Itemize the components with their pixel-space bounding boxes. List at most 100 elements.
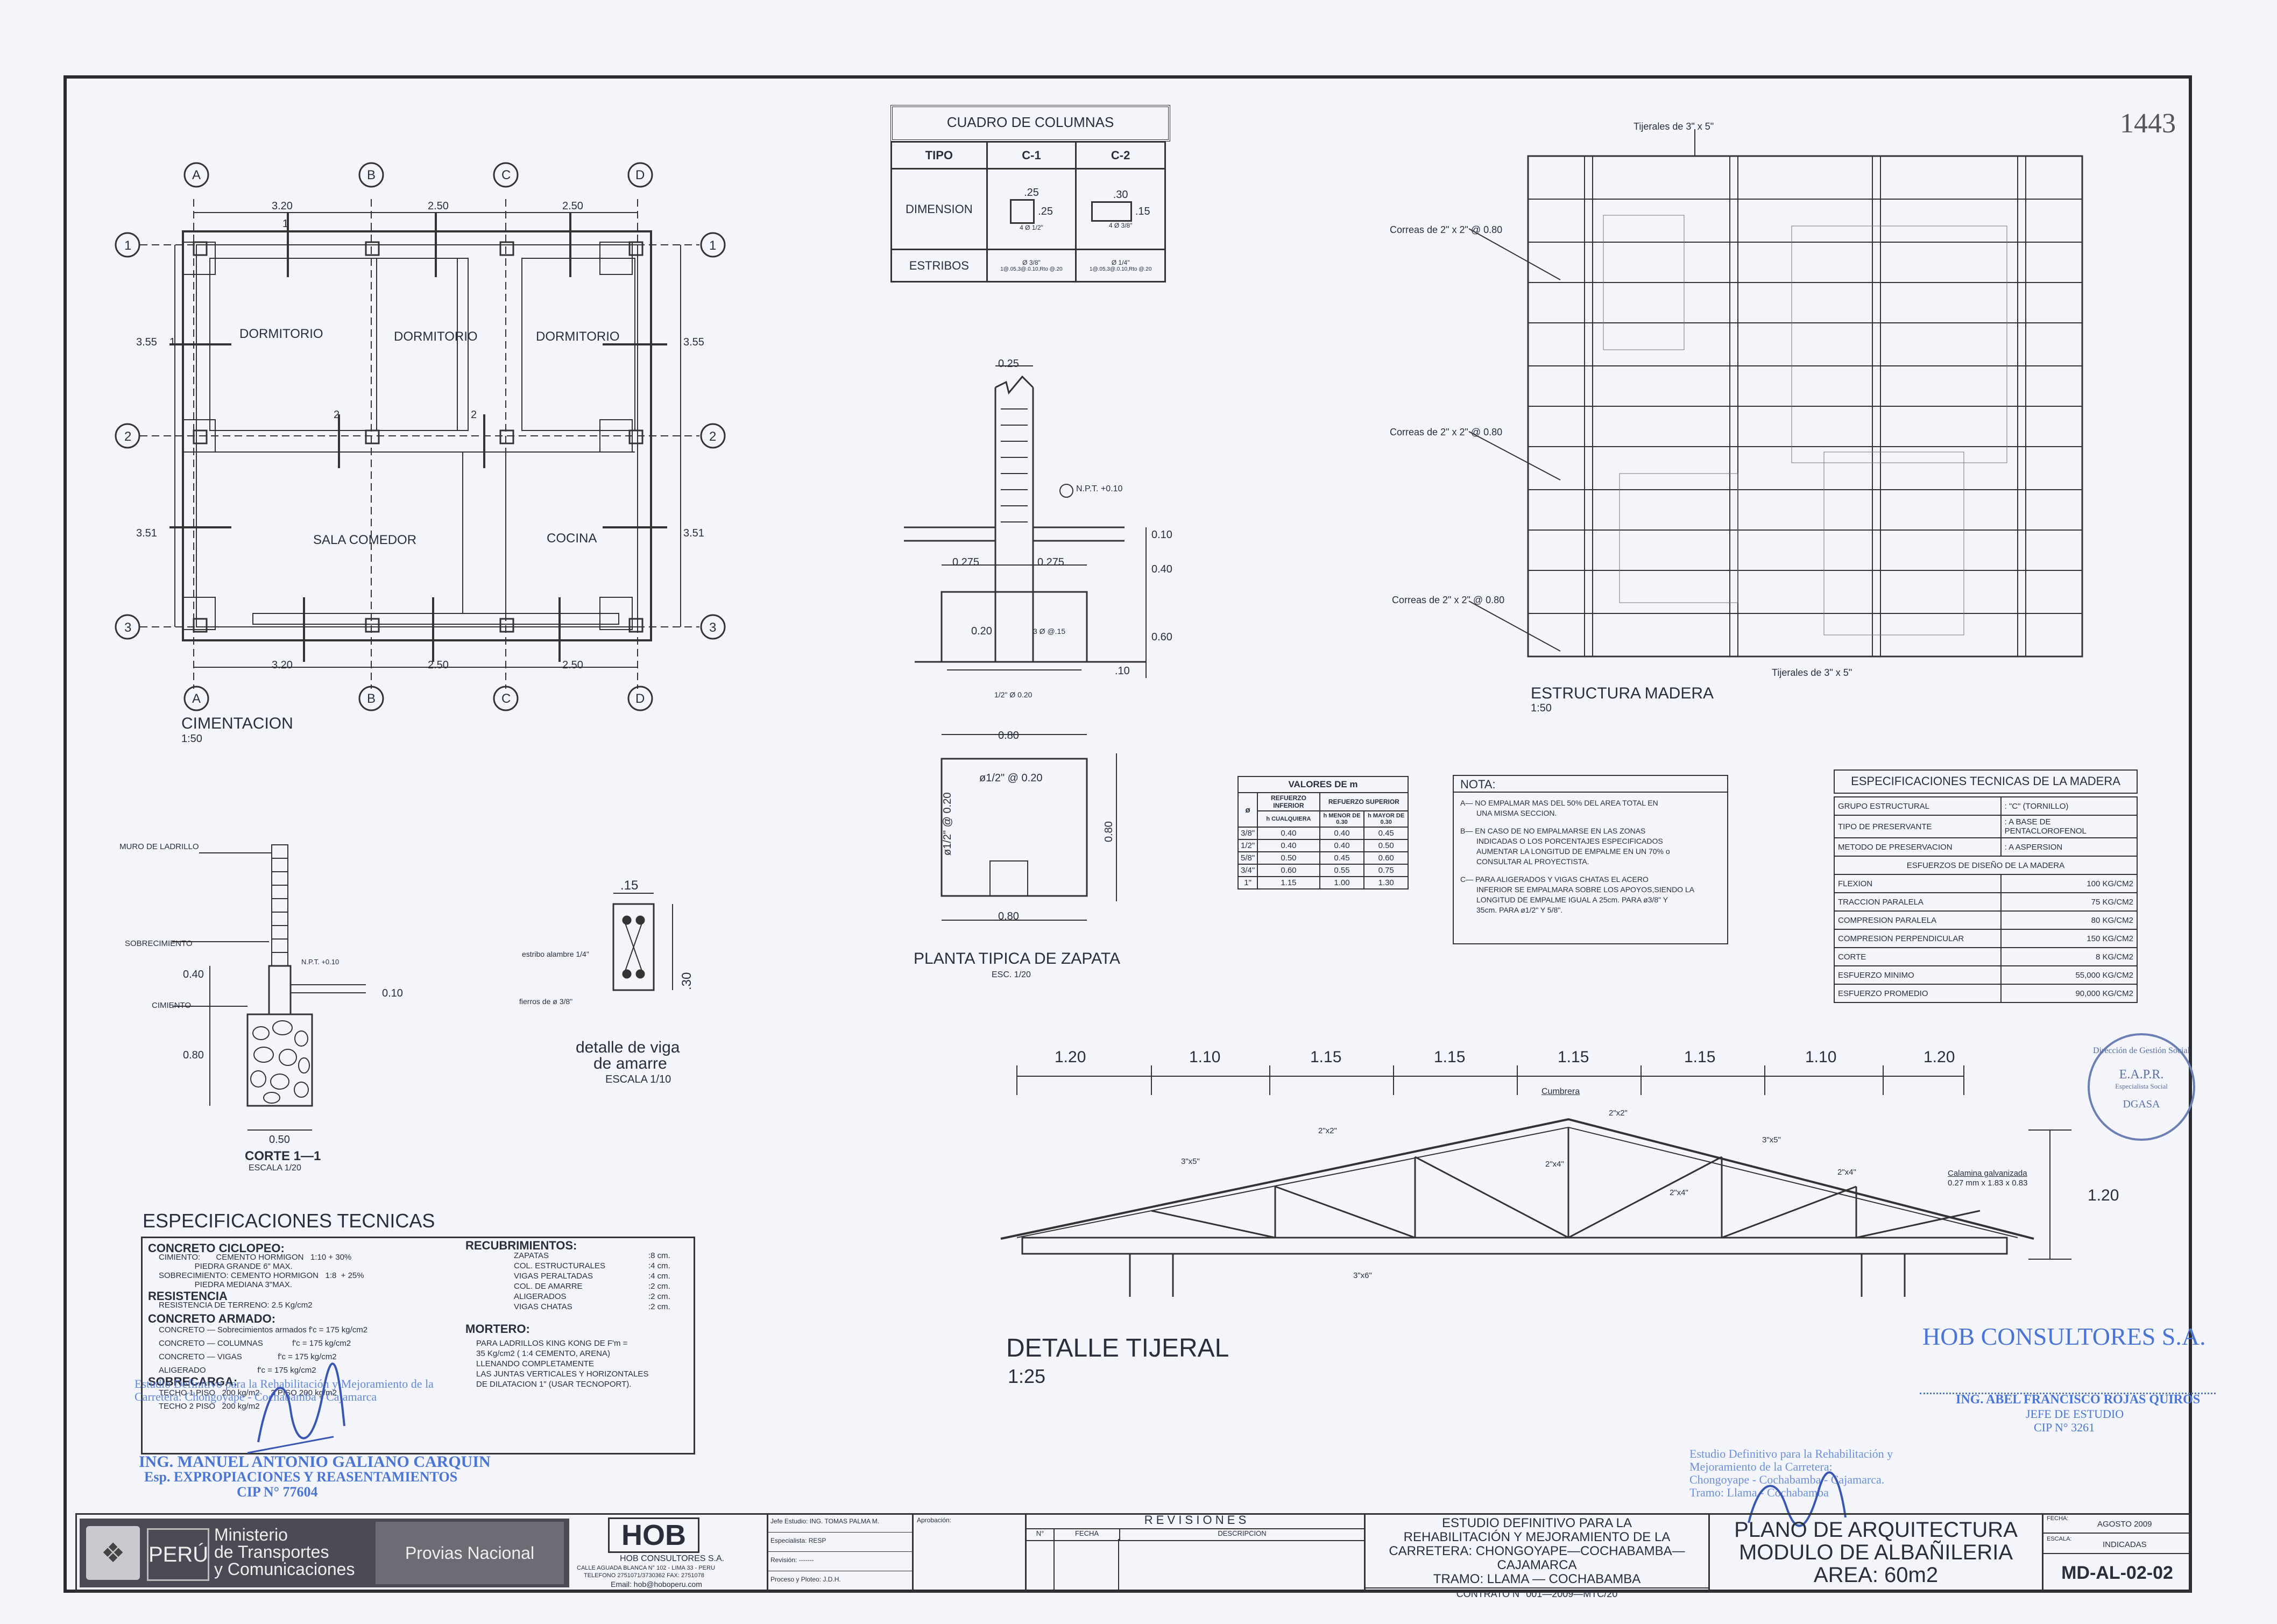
- dim-top-3: 2.50: [562, 200, 583, 212]
- axis-c-bottom: C: [501, 691, 511, 706]
- espec-h-armado: CONCRETO ARMADO:: [148, 1312, 276, 1325]
- contract-number: CONTRATO N° 001—2009—MTC/20: [1366, 1587, 1708, 1599]
- sheet-number: 1443: [2120, 108, 2176, 139]
- tijeral-label-3x5-a: 3"x5": [1181, 1157, 1200, 1166]
- viga-title-2: de amarre: [593, 1055, 667, 1072]
- zapata-stirrups: 3 Ø @.15: [1033, 627, 1066, 636]
- madera-label-tijerales-bottom: Tijerales de 3" x 5": [1772, 667, 1852, 678]
- cell: : "C" (TORNILLO): [2000, 796, 2138, 816]
- cell: 80 KG/CM2: [2000, 910, 2138, 930]
- peru-label: PERÚ: [147, 1528, 209, 1581]
- zapata-dim-060: 0.60: [1151, 631, 1172, 643]
- corte-label-sobrecimiento: SOBRECIMIENTO: [125, 939, 193, 948]
- espec-line: TECHO 2 PISO 200 kg/m2: [159, 1402, 260, 1411]
- zapata-dim-020: 0.20: [971, 625, 992, 637]
- tijeral-label-3x5-b: 3"x5": [1762, 1135, 1781, 1145]
- axis-b: B: [367, 168, 376, 182]
- axis-2: 2: [124, 429, 132, 444]
- valores-m-table: VALORES DE m ø REFUERZO INFERIOR REFUERZ…: [1237, 776, 1409, 889]
- list-item: COL. ESTRUCTURALES:4 cm.: [465, 1261, 686, 1271]
- corte-dim-080: 0.80: [183, 1049, 204, 1061]
- zapata-plan-bar-v: ø1/2" @ 0.20: [942, 792, 953, 856]
- cc-c2-estribo-spacing: 1@.05,3@.0.10,Rto @.20: [1089, 266, 1152, 272]
- tijeral-label-calamina: Calamina galvanizada: [1948, 1169, 2027, 1178]
- espec-line: PIEDRA MEDIANA 3"MAX.: [159, 1280, 292, 1289]
- hob-name: HOB CONSULTORES S.A.: [620, 1554, 725, 1563]
- zapata-dim-025: 0.25: [998, 358, 1019, 370]
- jefe-label: Jefe Estudio:: [770, 1517, 808, 1525]
- cell: 3/4": [1237, 864, 1258, 877]
- dim-left-1: 3.55: [136, 336, 157, 348]
- cell: 1.30: [1363, 876, 1409, 889]
- tijeral-label-3x6: 3"x6": [1353, 1271, 1372, 1280]
- cc-c1-section-icon: [1010, 199, 1035, 224]
- tijeral-drawing: [1000, 1065, 2071, 1297]
- tijeral-label-2x2-a: 2"x2": [1318, 1126, 1337, 1135]
- zapata-dim-010: 0.10: [1151, 529, 1172, 541]
- valores-m-sh-1: h CUALQUIERA: [1257, 810, 1320, 828]
- room-dormitorio-3: DORMITORIO: [536, 329, 620, 344]
- viga-dim-015: .15: [620, 878, 639, 893]
- stamp-left-name: ING. MANUEL ANTONIO GALIANO CARQUIN: [139, 1453, 491, 1471]
- valores-m-h-inf: REFUERZO INFERIOR: [1257, 792, 1320, 811]
- espec-line: CIMIENTO: CEMENTO HORMIGON 1:10 + 30%: [159, 1253, 352, 1262]
- espec-line: SOBRECIMIENTO: CEMENTO HORMIGON 1:8 + 25…: [159, 1271, 364, 1280]
- cc-header-c1: C-1: [986, 141, 1077, 170]
- cell: 0.50: [1257, 851, 1320, 865]
- cell: METODO DE PRESERVACION: [1834, 837, 2002, 857]
- cell: 0.50: [1363, 839, 1409, 852]
- cimentacion-plan: [115, 162, 726, 711]
- nota-line: C— PARA ALIGERADOS Y VIGAS CHATAS EL ACE…: [1460, 875, 1649, 884]
- viga-dim-030: .30: [680, 972, 694, 990]
- axis-d-bottom: D: [635, 691, 645, 706]
- cell: TIPO DE PRESERVANTE: [1834, 815, 2002, 838]
- cc-label-estribos: ESTRIBOS: [890, 249, 988, 283]
- cell: COMPRESION PARALELA: [1834, 910, 2002, 930]
- cell: 0.55: [1319, 864, 1365, 877]
- tijeral-height: 1.20: [2088, 1187, 2119, 1204]
- corte-drawing: [172, 844, 366, 1131]
- nota-line: LONGITUD DE EMPALME IGUAL A 25cm. PARA ø…: [1476, 895, 1668, 904]
- revisiones-header: N° FECHA DESCRIPCION: [1027, 1529, 1364, 1541]
- dim-right-2: 3.51: [683, 527, 704, 539]
- recub-label: COL. DE AMARRE: [514, 1282, 583, 1291]
- corte-dim-050: 0.50: [269, 1134, 290, 1146]
- recub-value: :8 cm.: [648, 1251, 670, 1260]
- cc-c2-side: .15: [1135, 205, 1150, 217]
- axis-3-right: 3: [709, 620, 717, 635]
- cell: 3/8": [1237, 827, 1258, 840]
- espec-h-mortero: MORTERO:: [465, 1322, 530, 1336]
- recub-value: :4 cm.: [648, 1272, 670, 1281]
- rev-header-desc: DESCRIPCION: [1218, 1529, 1267, 1537]
- espec-title: ESPECIFICACIONES TECNICAS: [143, 1210, 435, 1232]
- list-item: COL. DE AMARRE :2 cm.: [465, 1281, 686, 1291]
- corte-scale: ESCALA 1/20: [249, 1163, 301, 1173]
- cuadro-columnas-title: CUADRO DE COLUMNAS: [890, 105, 1170, 142]
- cell: 5/8": [1237, 851, 1258, 865]
- cell: ESFUERZO PROMEDIO: [1834, 984, 2002, 1003]
- zapata-dim-0275a: 0.275: [952, 556, 980, 568]
- zapata-npt: N.P.T. +0.10: [1076, 484, 1123, 493]
- recub-value: :2 cm.: [648, 1292, 670, 1301]
- nota-box: NOTA: A— NO EMPALMAR MAS DEL 50% DEL ARE…: [1453, 775, 1728, 944]
- jefe-value: ING. TOMAS PALMA M.: [809, 1517, 880, 1525]
- estructura-madera-drawing: [1527, 155, 2083, 658]
- zapata-dim-080: 0.80: [998, 730, 1019, 742]
- escala-value: INDICADAS: [2103, 1540, 2147, 1549]
- rev-header-no: N°: [1027, 1529, 1055, 1540]
- cell: 0.60: [1363, 851, 1409, 865]
- cell: 150 KG/CM2: [2000, 929, 2138, 948]
- cc-c1-top: .25: [1024, 187, 1039, 199]
- madera-label-correas-2: Correas de 2" x 2" @ 0.80: [1390, 427, 1503, 437]
- cell: : A BASE DE PENTACLOROFENOL: [2000, 815, 2138, 838]
- recub-value: :2 cm.: [648, 1282, 670, 1291]
- section-mark-2b: 2: [471, 409, 477, 421]
- cuadro-columnas-table: TIPO C-1 C-2 DIMENSION .25 .25 4 Ø 1/2" …: [890, 141, 1166, 283]
- room-dormitorio-1: DORMITORIO: [239, 327, 323, 341]
- cell: 1": [1237, 876, 1258, 889]
- espec-line: CONCRETO — COLUMNAS f'c = 175 kg/cm2: [159, 1339, 351, 1348]
- revision-label: Revisión:: [770, 1556, 797, 1564]
